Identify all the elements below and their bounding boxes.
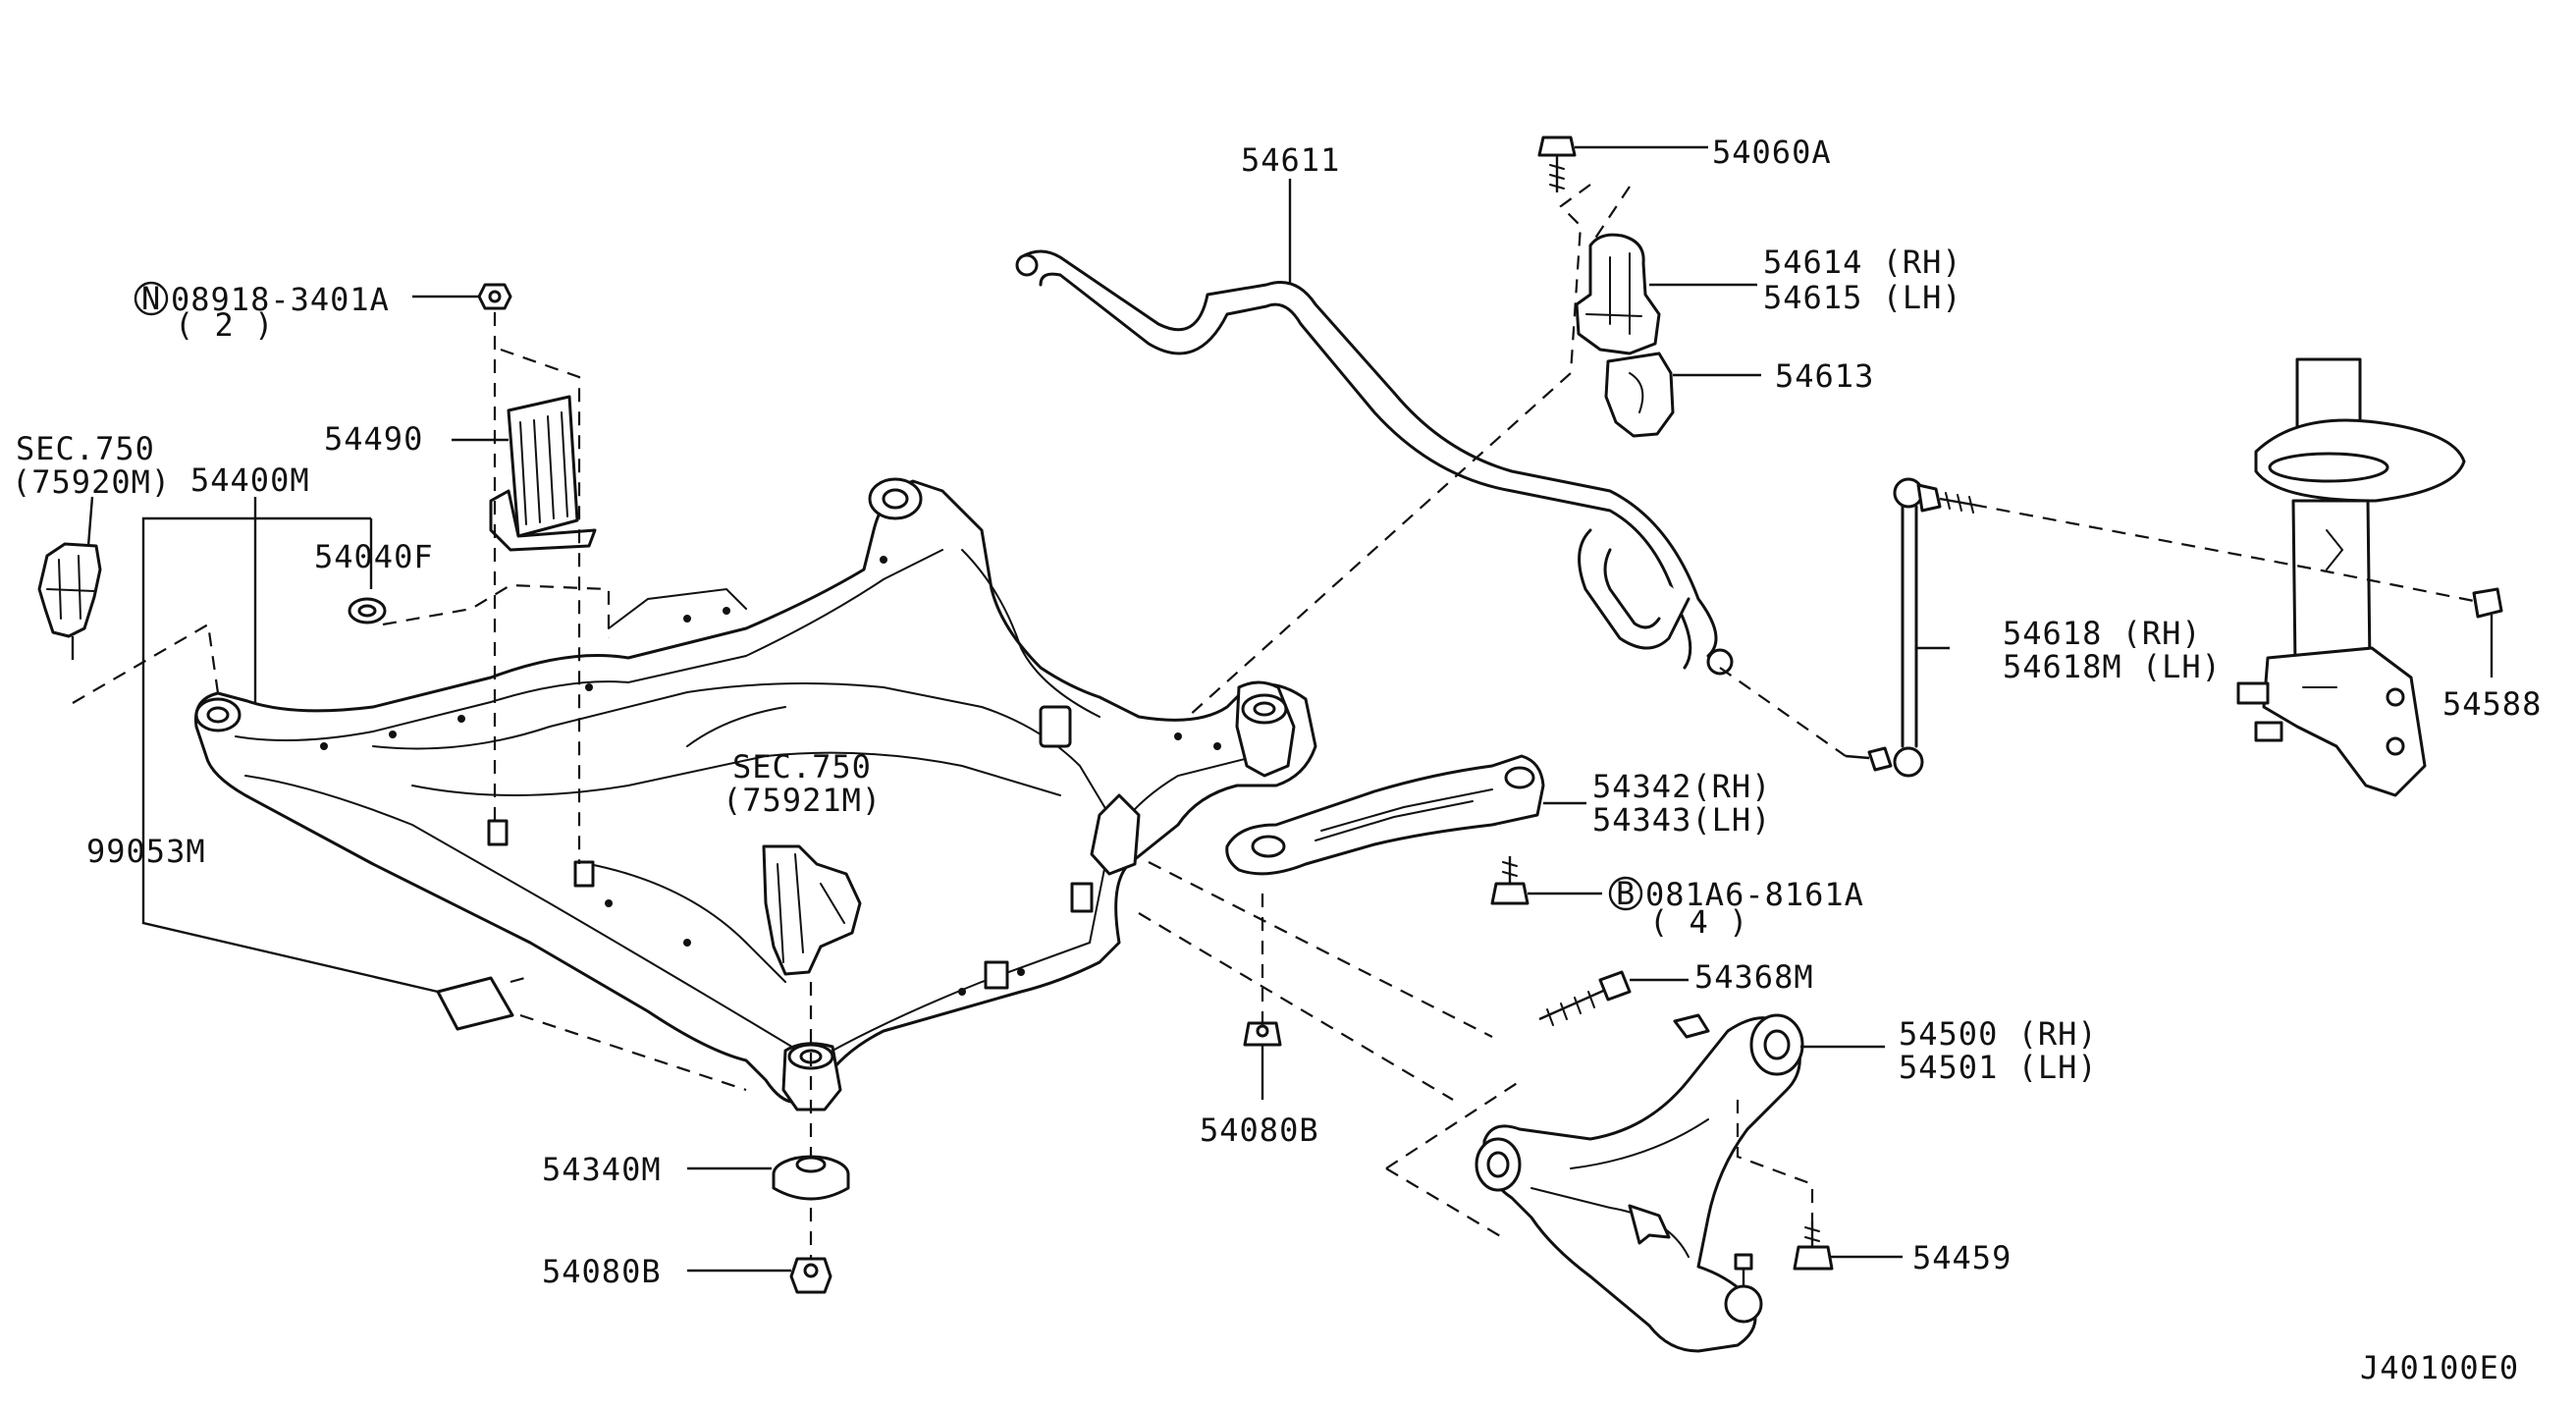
label-54459: 54459 [1912,1239,2012,1276]
bracket-75920m [37,542,102,660]
lower-control-arm-54500 [1475,1013,1804,1353]
stabilizer-link-54618 [1845,477,1974,778]
label-54080b-lower: 54080B [542,1253,662,1290]
label-54060a: 54060A [1712,134,1832,171]
bolt-54459 [1793,1221,1834,1271]
label-54340m: 54340M [542,1151,662,1188]
label-54614: 54614 (RH) [1763,244,1962,281]
part-labels: 54611 54060A 54614 (RH) 54615 (LH) 54613… [12,134,2542,1386]
label-08918-3401a: 08918-3401A [171,281,390,318]
label-08918-quantity: ( 2 ) [175,306,274,344]
dashed-assembly-lines [72,184,2475,1259]
label-54613: 54613 [1775,357,1874,395]
label-plate-99053m [436,976,514,1031]
leader-lines [86,145,2494,1273]
label-54400m: 54400M [190,461,310,499]
label-54618: 54618 (RH) [2003,615,2202,652]
front-crossmember [193,477,1317,1112]
stabilizer-bracket-54614 [1575,233,1661,355]
label-54368m: 54368M [1694,958,1814,996]
label-081a6-quantity: ( 4 ) [1649,903,1748,941]
label-54080b-upper: 54080B [1200,1112,1319,1149]
b-circle-symbol [1608,876,1643,911]
label-54343: 54343(LH) [1592,801,1771,839]
label-75921m: (75921M) [723,782,882,819]
label-75920m: (75920M) [12,463,171,501]
label-54500: 54500 (RH) [1899,1015,2098,1053]
n-symbol-letter: N [141,280,161,317]
label-99053m: 99053M [86,833,206,870]
label-54588: 54588 [2442,685,2542,723]
label-54615: 54615 (LH) [1763,279,1962,316]
label-54490: 54490 [324,420,423,458]
insulator-54340m [772,1155,850,1201]
label-081a6-8161a: 081A6-8161A [1645,876,1864,913]
diagram-id: J40100E0 [2360,1349,2519,1386]
bracket-75921m [762,844,862,976]
label-54618m: 54618M (LH) [2003,648,2222,685]
label-54501: 54501 (LH) [1899,1049,2098,1086]
nut-54080b-lower [789,1257,832,1294]
label-sec750-b: SEC.750 [732,748,872,786]
module-54490 [489,395,597,552]
b-symbol-letter: B [1616,875,1636,912]
nut-54080b-upper [1243,1021,1282,1047]
plug-54040f [348,597,387,624]
stabilizer-bushing-54613 [1604,352,1675,438]
bolt-081a6-8161a [1490,856,1530,905]
label-54040f: 54040F [314,538,434,575]
n-circle-symbol [134,281,169,316]
bolt-54060a [1537,136,1577,192]
bolt-54368m [1538,970,1632,1026]
nut-08918-3401a [477,283,512,310]
label-54342: 54342(RH) [1592,768,1771,805]
stabilizer-bar [1015,249,1734,676]
label-54611: 54611 [1241,141,1340,179]
label-sec750-a: SEC.750 [16,430,155,467]
strut-assembly [2236,357,2503,797]
link-54342 [1225,754,1545,876]
